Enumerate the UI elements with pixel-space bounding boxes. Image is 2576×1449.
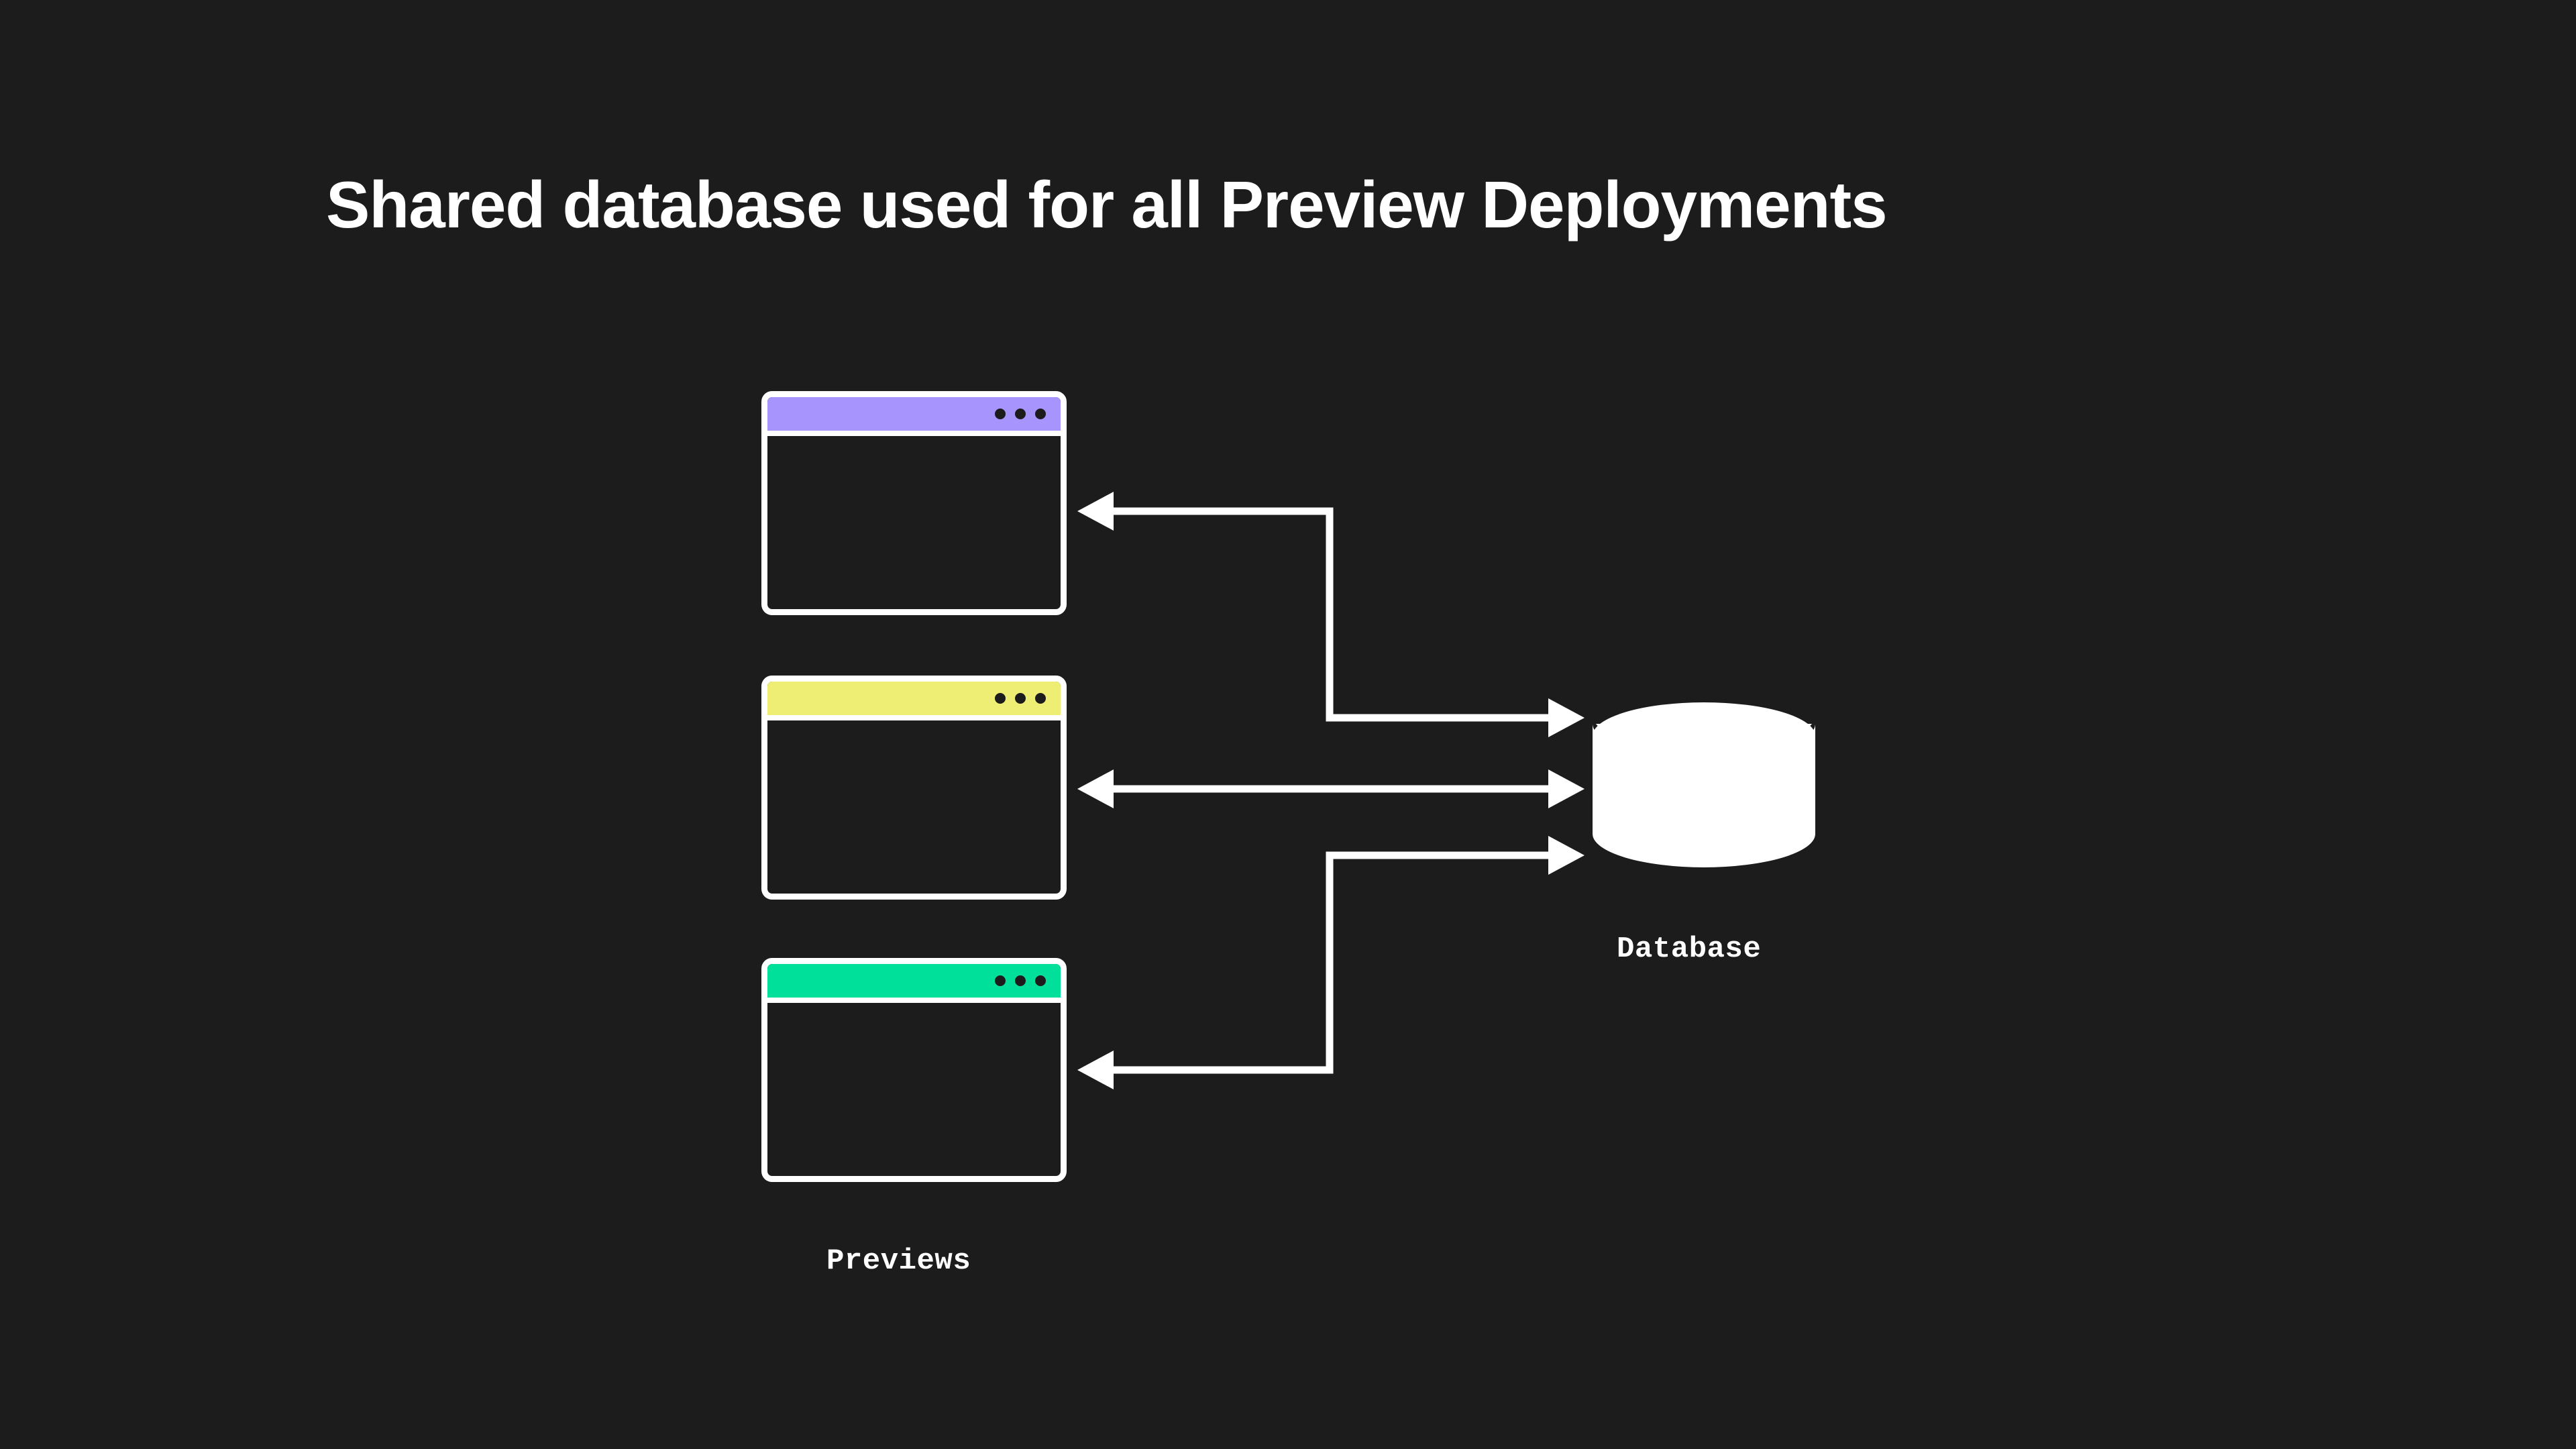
window-dot-icon[interactable] xyxy=(1015,975,1026,986)
preview-window-yellow[interactable] xyxy=(761,676,1067,900)
window-dot-icon[interactable] xyxy=(995,409,1006,419)
preview-window-purple[interactable] xyxy=(761,391,1067,615)
window-dot-icon[interactable] xyxy=(1015,693,1026,704)
arrowhead-right-top xyxy=(1548,698,1585,737)
window-dot-icon[interactable] xyxy=(1035,975,1046,986)
page-title: Shared database used for all Preview Dep… xyxy=(326,168,1888,241)
window-dots-purple xyxy=(995,409,1046,419)
window-dot-icon[interactable] xyxy=(995,693,1006,704)
window-dot-icon[interactable] xyxy=(1035,409,1046,419)
window-titlebar-purple xyxy=(767,397,1061,436)
arrowhead-left-middle xyxy=(1077,769,1114,808)
connector-top xyxy=(1077,492,1585,737)
database-label: Database xyxy=(1617,932,1762,966)
database-cylinder-icon[interactable] xyxy=(1590,701,1818,879)
window-body-green xyxy=(767,1003,1061,1171)
window-dots-green xyxy=(995,975,1046,986)
window-dot-icon[interactable] xyxy=(1035,693,1046,704)
previews-label: Previews xyxy=(826,1244,971,1278)
window-titlebar-yellow xyxy=(767,682,1061,720)
connector-bottom xyxy=(1077,836,1585,1089)
preview-window-green[interactable] xyxy=(761,958,1067,1182)
arrowhead-right-bottom xyxy=(1548,836,1585,875)
window-dot-icon[interactable] xyxy=(995,975,1006,986)
connector-middle xyxy=(1077,769,1585,808)
window-titlebar-green xyxy=(767,964,1061,1003)
window-dot-icon[interactable] xyxy=(1015,409,1026,419)
window-dots-yellow xyxy=(995,693,1046,704)
arrowhead-right-middle xyxy=(1548,769,1585,808)
window-body-yellow xyxy=(767,720,1061,888)
arrowhead-left-top xyxy=(1077,492,1114,531)
arrowhead-left-bottom xyxy=(1077,1051,1114,1089)
cylinder-top xyxy=(1593,702,1815,769)
window-body-purple xyxy=(767,436,1061,604)
